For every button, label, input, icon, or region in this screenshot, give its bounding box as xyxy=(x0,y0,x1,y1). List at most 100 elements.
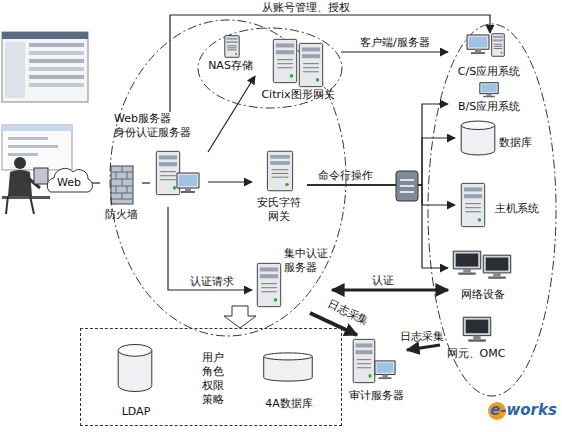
monitor-icon xyxy=(375,361,395,379)
node-box: 主机系统 xyxy=(455,180,547,232)
database-icon xyxy=(118,344,152,391)
node-label: Citrix图形网关 xyxy=(255,88,341,102)
monitor-icon xyxy=(463,317,491,342)
node-box: 数据库 xyxy=(455,118,547,158)
node-box: 集中认证 服务器 xyxy=(252,245,332,313)
screenshot-row xyxy=(29,59,84,63)
node-label: B/S应用系统 xyxy=(448,100,530,114)
node-label: 4A数据库 xyxy=(251,397,327,411)
node-box: NAS存储 xyxy=(203,33,258,73)
node-box: C/S应用系统 xyxy=(448,33,530,79)
node-box: B/S应用系统 xyxy=(448,82,530,114)
node-box: 网络设备 xyxy=(448,248,518,304)
node-box: 审计服务器 xyxy=(345,335,407,405)
screenshot xyxy=(2,125,72,170)
database-icon xyxy=(264,353,313,381)
node-label: 防火墙 xyxy=(100,208,142,222)
server-icon xyxy=(267,151,292,191)
person-body xyxy=(8,170,32,196)
node-label: NAS存储 xyxy=(203,59,258,73)
connector xyxy=(170,15,490,112)
screenshot-row xyxy=(8,145,58,148)
person-monitor xyxy=(34,168,48,184)
node-box: LDAP xyxy=(111,341,161,421)
node-box: Citrix图形网关 xyxy=(255,36,341,102)
monitor-icon xyxy=(177,173,199,193)
database-icon xyxy=(461,121,495,155)
node-label: Web服务器 身份认证服务器 xyxy=(114,112,208,140)
connector xyxy=(92,182,100,183)
zone-ellipse xyxy=(428,24,556,396)
node-label: 安氏字符 网关 xyxy=(254,196,304,224)
edge-label: 日志采集 xyxy=(400,330,444,343)
server-icon xyxy=(461,183,484,226)
node-box: Web xyxy=(46,170,92,196)
node-box: 安氏字符 网关 xyxy=(252,150,307,228)
node-label: 主机系统 xyxy=(495,202,547,216)
node-label: C/S应用系统 xyxy=(448,65,530,79)
connector xyxy=(168,207,252,290)
monitor-icon xyxy=(483,255,511,279)
node-label: 网络设备 xyxy=(448,288,518,302)
node-label: 用户 角色 权限 策略 xyxy=(195,351,231,407)
screenshot-row xyxy=(29,43,84,47)
edge-label: 从账号管理、授权 xyxy=(262,1,350,14)
connector xyxy=(208,76,255,152)
zone-ellipse xyxy=(110,20,346,336)
server-icon xyxy=(273,39,296,82)
connector xyxy=(307,185,455,205)
person-head xyxy=(14,157,26,169)
block-arrow xyxy=(224,306,256,328)
monitor-icon xyxy=(480,83,498,98)
person-legs xyxy=(6,196,34,214)
screenshot-row xyxy=(8,137,48,140)
node-label: 集中认证 服务器 xyxy=(284,247,332,275)
server-icon xyxy=(156,151,179,194)
screenshot-row xyxy=(29,67,84,71)
screenshot-row xyxy=(8,153,38,156)
server-icon xyxy=(257,263,280,306)
edge-label: 认证请求 xyxy=(190,275,234,288)
zone-ellipse xyxy=(198,28,342,108)
desk xyxy=(2,196,50,199)
server-icon xyxy=(492,34,505,57)
connector xyxy=(307,185,448,268)
server-icon xyxy=(353,339,375,382)
screenshot-panel xyxy=(5,42,25,98)
screenshot-bar xyxy=(2,32,88,39)
monitor-icon xyxy=(467,35,489,54)
connector xyxy=(208,181,252,182)
nas-icon xyxy=(225,36,239,58)
edge-label: 认证 xyxy=(372,274,394,287)
edge-label: 命令行操作 xyxy=(318,169,373,182)
connector xyxy=(332,289,448,292)
firewall-icon xyxy=(111,166,133,204)
node-box: 4A数据库 xyxy=(251,351,327,413)
node-label: LDAP xyxy=(111,405,161,419)
server-icon xyxy=(299,43,322,86)
group-box: 用户 角色 权限 策略 LDAP 4A数据库 xyxy=(80,328,342,426)
screenshot-bar xyxy=(2,125,72,131)
node-label: Web xyxy=(46,176,92,190)
monitor-icon xyxy=(453,251,481,275)
screenshot-row xyxy=(29,83,84,87)
switch-icon xyxy=(396,171,418,201)
connector xyxy=(307,138,455,185)
node-label: 数据库 xyxy=(499,136,547,150)
screenshot-row xyxy=(29,75,84,79)
node-box: Web服务器 身份认证服务器 xyxy=(150,112,208,207)
node-box: 防火墙 xyxy=(100,163,142,225)
firewall-bricks xyxy=(111,166,133,199)
node-box: 网元、OMC xyxy=(440,315,512,363)
connector xyxy=(307,104,448,185)
edge-label: 客户端/服务器 xyxy=(360,36,430,49)
screenshot xyxy=(2,32,88,102)
connector xyxy=(341,51,448,52)
connector xyxy=(407,345,440,350)
switch-ports xyxy=(400,180,414,192)
connector xyxy=(142,182,150,183)
screenshot-row xyxy=(29,51,84,55)
watermark-text: e-works xyxy=(490,402,557,419)
node-label: 网元、OMC xyxy=(440,347,512,361)
